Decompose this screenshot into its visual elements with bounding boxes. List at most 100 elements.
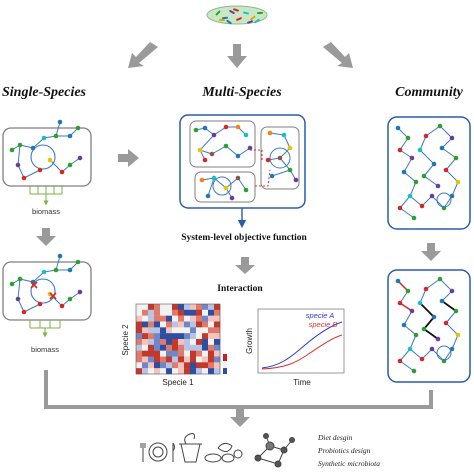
metabolite-node [235,124,241,130]
heatmap-cell [190,339,197,346]
metabolite-node [235,175,241,181]
metabolite-node [449,288,455,294]
metabolite-node [405,288,411,294]
network-edge [431,348,445,362]
heatmap-cell [172,356,179,363]
network-edge [211,145,227,155]
metabolite-node [417,147,423,153]
community-network-box-top [387,116,471,230]
heatmap-cell [196,315,203,322]
probiotic-cup-icon [179,433,202,463]
single-species-network-box [2,119,92,187]
metabolite-node [423,133,429,139]
heatmap-cell [214,304,221,311]
heatmap-cell [196,333,203,340]
single-species-knockout-box [2,253,92,321]
heatmap-cell [148,309,155,316]
network-edge [399,360,415,372]
heatmap-cell [154,315,161,322]
community-network-box-bottom [387,269,471,383]
heatmap-cell [214,315,221,322]
legend-specie-a: specie A [306,311,335,320]
heatmap-cell [184,356,191,363]
growth-curve-specie-b [261,334,343,370]
metabolite-node [431,314,437,320]
heatmap-cell [208,350,215,357]
metabolite-node [247,145,253,151]
heatmap-cell [148,350,155,357]
network-edge [403,324,417,336]
heatmap-cell [208,309,215,316]
heatmap-cell [202,304,209,311]
metabolite-node [265,157,271,163]
metabolite-node [267,130,273,136]
heatmap-cell [160,321,167,328]
heatmap-cell [154,309,161,316]
heatmap-cell [208,333,215,340]
metabolite-node [243,187,249,193]
heatmap-cell [178,315,185,322]
heatmap-xlabel: Specie 1 [162,378,194,387]
heatmap-cell [160,368,167,375]
metabolite-node [17,142,23,148]
metabolite-node [243,132,249,138]
synthetic-network-icon [254,433,295,468]
heatmap-cell [184,344,191,351]
heatmap-cell [184,309,191,316]
heatmap-cell [214,309,221,316]
biomass-label-bottom: biomass [31,345,59,354]
network-edge [445,169,459,183]
metabolite-node [409,155,415,161]
metabolite-node [407,193,413,199]
heatmap-cell [202,309,209,316]
metabolite-node [67,162,73,168]
heatmap-cell [172,327,179,334]
metabolite-node [21,309,27,315]
metabolic-cycle [30,144,56,170]
network-edge [49,159,63,173]
metabolite-node [211,132,217,138]
heatmap-cell [142,339,149,346]
network-edge [55,255,61,271]
metabolite-node [37,167,43,173]
metabolite-node [229,195,235,201]
metabolite-node [419,356,425,362]
title-single-species: Single-Species [2,85,87,100]
heatmap-cell [190,362,197,369]
heatmap-cell [148,356,155,363]
biomass-connector-bottom [29,320,61,338]
metabolite-node [30,145,36,151]
heatmap-cell [154,362,161,369]
heatmap-cell [202,350,209,357]
heatmap-cell [214,368,221,375]
network-edge [237,147,251,157]
top-arrows [128,42,353,68]
metabolite-node [269,173,275,179]
metabolite-node [455,332,461,338]
heatmap-cell [202,333,209,340]
network-edge [17,164,25,179]
network-edge [399,302,413,312]
arrow-to-multi-icon [227,44,247,68]
heatmap-cell [178,327,185,334]
heatmap-cell [184,362,191,369]
network-edge [17,144,21,166]
growth-curve-specie-a [261,321,343,369]
heatmap-cell [214,344,221,351]
network-edge [237,177,247,191]
metabolite-node [41,135,47,141]
heatmap-cell [172,368,179,375]
network-edge [399,149,413,159]
metabolite-node [397,205,403,211]
heatmap-cell [214,356,221,363]
heatmap-cell [136,321,143,328]
heatmap-cell [160,315,167,322]
diet-plate-icon [140,442,175,462]
metabolite-node [287,167,293,173]
metabolite-node [277,155,283,161]
network-edge [213,177,227,189]
heatmap-cell [208,339,215,346]
network-edge [423,316,435,330]
metabolite-node [57,253,63,259]
heatmap-cell [136,327,143,334]
